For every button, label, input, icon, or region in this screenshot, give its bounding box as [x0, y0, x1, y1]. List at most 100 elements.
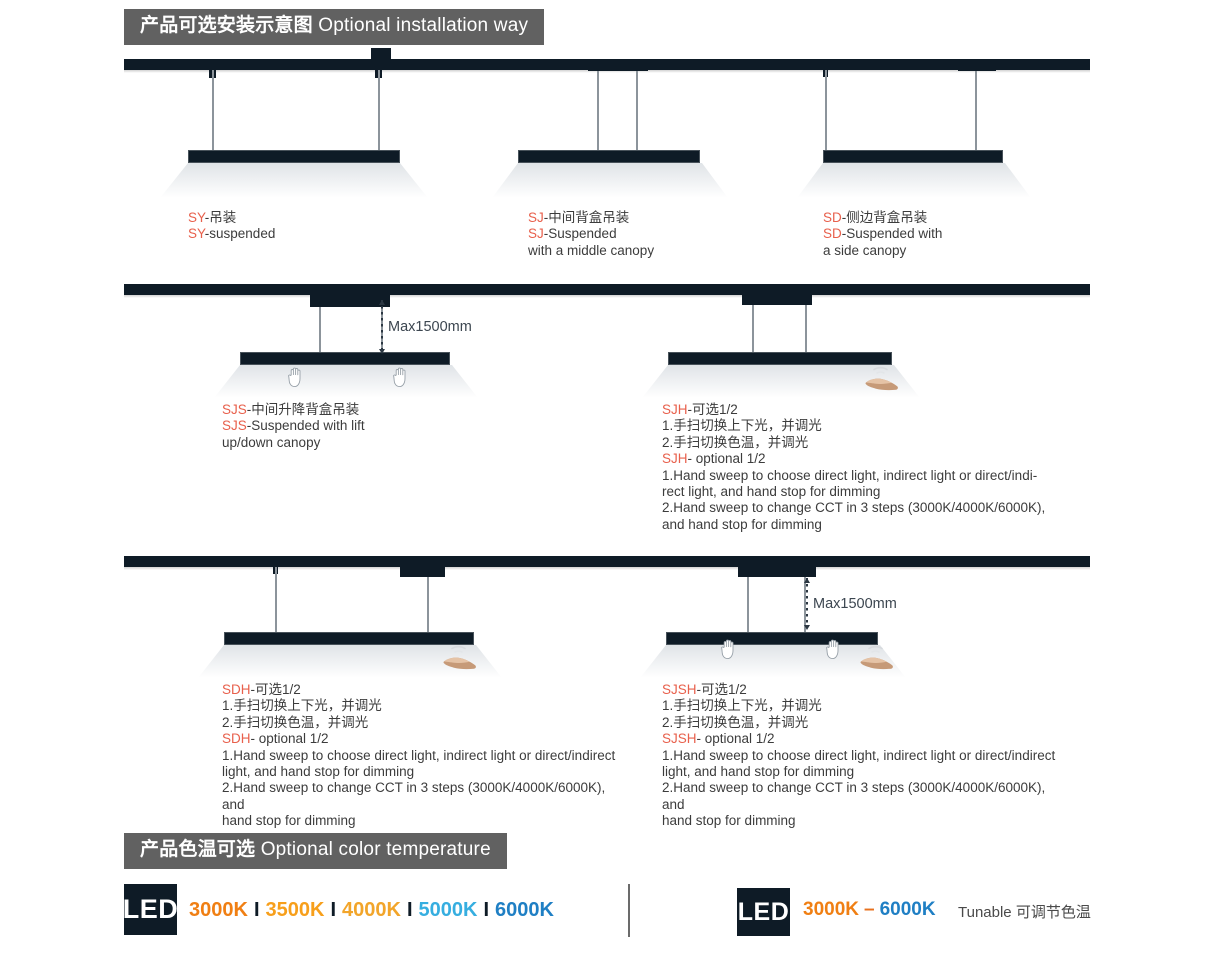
led-badge-steps-label: LED — [122, 894, 179, 924]
hand-lift-icon-sjs-right — [393, 367, 406, 388]
caption-line: SJ-Suspended — [528, 226, 617, 242]
caption-code: SJH — [662, 402, 688, 417]
cct-range-dash: – — [864, 899, 875, 920]
fixture-sd — [823, 150, 1003, 163]
caption-line: 2.Hand sweep to change CCT in 3 steps (3… — [222, 780, 610, 812]
caption-code: SDH — [222, 731, 251, 747]
caption-line: SJSH- optional 1/2 — [662, 731, 775, 747]
cct-tunable-label: Tunable 可调节色温 — [958, 904, 1091, 921]
caption-line: 2.手扫切换色温，并调光 — [222, 714, 369, 730]
ceiling-shadow-row3 — [124, 567, 1090, 570]
cct-separator: I — [330, 899, 336, 921]
cct-step-3000K: 3000K — [189, 899, 248, 921]
measure-arrow-down-sjs — [379, 349, 385, 354]
hand-lift-icon-sjsh-right — [826, 639, 839, 660]
light-beam-sj — [492, 163, 728, 198]
cable-sjsh-right — [804, 577, 806, 634]
caption-code: SDH — [222, 682, 251, 697]
caption-line: SJH-可选1/2 — [662, 402, 738, 417]
caption-line: a side canopy — [823, 242, 907, 258]
section-heading-cct-en: Optional color temperature — [260, 839, 491, 860]
caption-line: SDH- optional 1/2 — [222, 731, 329, 747]
fixture-sjs — [240, 352, 450, 365]
caption-line: SY-suspended — [188, 226, 276, 242]
caption-line: SY-吊装 — [188, 210, 237, 225]
led-badge-range: LED — [737, 888, 790, 936]
measure-dotted-line-sjsh — [806, 578, 808, 630]
cable-sd-right — [975, 71, 977, 152]
cable-sdh-left — [275, 567, 277, 634]
caption-line: 1.Hand sweep to choose direct light, ind… — [662, 747, 1056, 763]
fixture-sjsh — [666, 632, 878, 645]
cable-sjh-right — [805, 305, 807, 354]
cable-sd-left — [825, 70, 827, 152]
light-beam-sd — [797, 163, 1031, 198]
caption-line: 1.手扫切换上下光，并调光 — [222, 698, 382, 714]
caption-line: SJS-中间升降背盒吊装 — [222, 402, 360, 417]
canopy-sd — [958, 59, 996, 71]
cct-range: 3000K–6000K — [803, 899, 936, 921]
cable-sjs-left — [319, 307, 321, 354]
caption-code: SJSH — [662, 731, 697, 747]
fixture-sjh — [668, 352, 892, 365]
ceiling-row3 — [124, 556, 1090, 567]
cct-step-6000K: 6000K — [495, 899, 554, 921]
caption-code: SD — [823, 210, 842, 225]
hand-sweep-icon-sjsh — [860, 645, 893, 670]
section-heading-installation-en: Optional installation way — [318, 15, 529, 36]
caption-line: SD-侧边背盒吊装 — [823, 210, 928, 225]
canopy-sjs — [310, 295, 390, 307]
section-heading-cct: 产品色温可选 Optional color temperature — [124, 833, 507, 869]
caption-code: SJH — [662, 451, 688, 467]
caption-line: hand stop for dimming — [222, 813, 356, 829]
caption-line: and hand stop for dimming — [662, 516, 822, 532]
caption-line: SD-Suspended with — [823, 226, 943, 242]
section-heading-installation: 产品可选安装示意图 Optional installation way — [124, 9, 545, 45]
cct-separator: I — [406, 899, 413, 921]
section-heading-cct-cn: 产品色温可选 — [140, 839, 256, 860]
caption-line: 1.手扫切换上下光，并调光 — [662, 418, 822, 434]
caption-line: SJS-Suspended with lift — [222, 418, 365, 434]
fixture-sj — [518, 150, 700, 163]
ceiling-row2 — [124, 284, 1090, 295]
caption-line: up/down canopy — [222, 434, 321, 450]
cct-separator: I — [483, 899, 489, 921]
cct-step-4000K: 4000K — [342, 899, 401, 921]
caption-line: hand stop for dimming — [662, 813, 796, 829]
caption-code: SJS — [222, 402, 247, 417]
caption-line: 2.手扫切换色温，并调光 — [662, 434, 809, 450]
cable-sjsh-left — [747, 577, 749, 634]
measure-arrow-up-sjsh — [804, 578, 810, 583]
canopy-sy-right — [371, 48, 391, 59]
ceiling-shadow-row1 — [124, 70, 1090, 73]
led-badge-range-label: LED — [737, 897, 790, 926]
caption-line: SDH-可选1/2 — [222, 682, 301, 697]
cct-range-low: 3000K — [803, 899, 859, 920]
caption-line: light, and hand stop for dimming — [222, 764, 415, 780]
section-heading-installation-cn: 产品可选安装示意图 — [140, 15, 313, 36]
measure-arrow-down-sjsh — [804, 625, 810, 630]
cable-sj-left — [597, 71, 599, 152]
hand-lift-icon-sjsh-left — [721, 639, 734, 660]
cable-sy-left — [212, 70, 214, 152]
fixture-sdh — [224, 632, 474, 645]
canopy-sj — [588, 59, 648, 71]
canopy-sdh — [400, 567, 445, 577]
caption-line: 1.Hand sweep to choose direct light, ind… — [662, 467, 1038, 483]
caption-code: SY — [188, 210, 205, 225]
caption-line: SJSH-可选1/2 — [662, 682, 747, 697]
caption-line: SJH- optional 1/2 — [662, 451, 766, 467]
caption-code: SJ — [528, 210, 544, 225]
light-beam-sy — [160, 163, 428, 198]
caption-code: SD — [823, 226, 842, 242]
caption-line: 1.手扫切换上下光，并调光 — [662, 698, 822, 714]
light-beam-sjs — [214, 365, 478, 398]
measure-label-sjs: Max1500mm — [388, 319, 472, 335]
